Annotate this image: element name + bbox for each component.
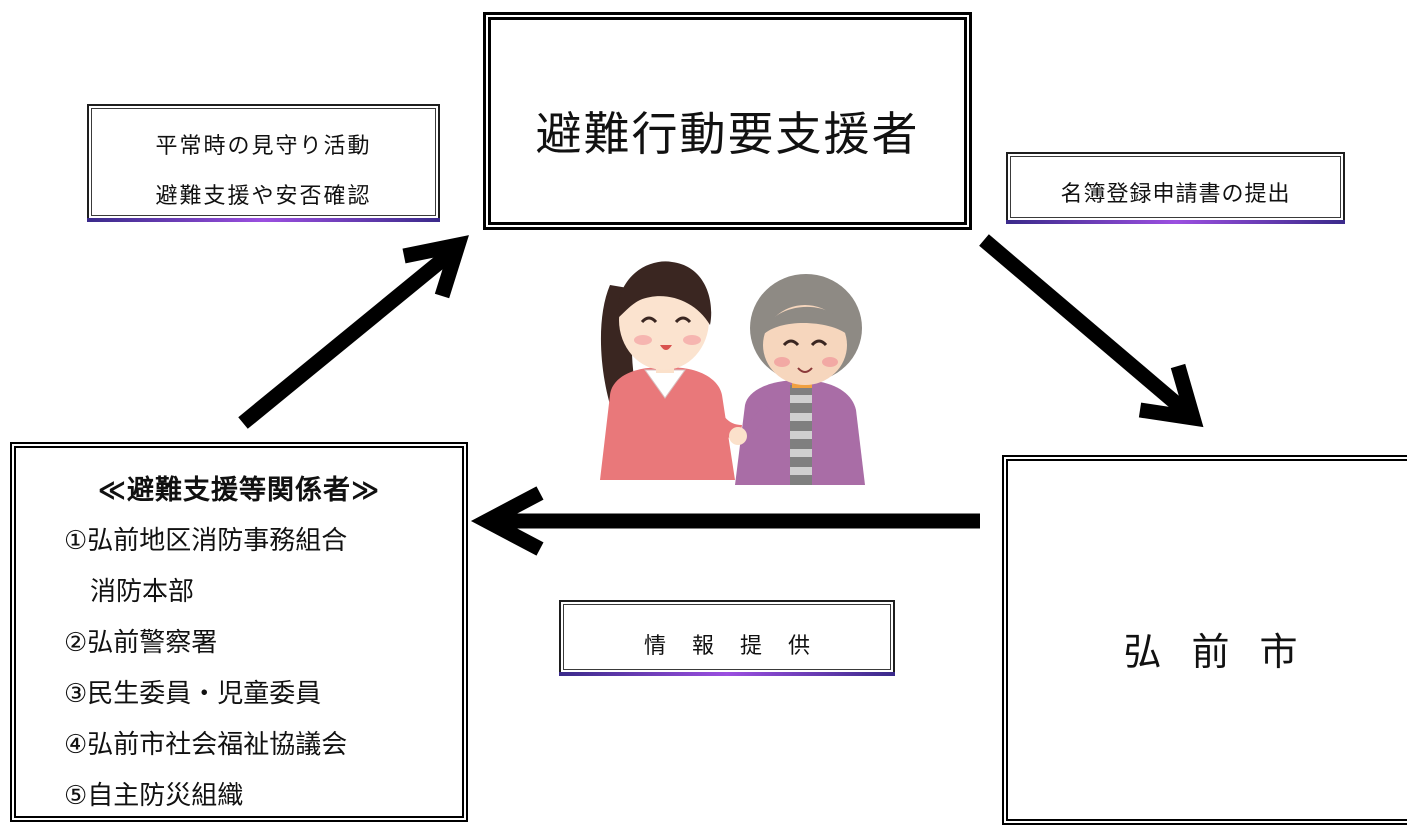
- list-item: ①弘前地区消防事務組合: [64, 526, 348, 556]
- main-box: 避難行動要支援者: [483, 12, 972, 230]
- arrow-to-main-head: [402, 235, 469, 299]
- left-label: 平常時の見守り活動 避難支援や安否確認: [87, 104, 440, 222]
- list-item: 消防本部: [90, 577, 195, 607]
- relations-title: ≪避難支援等関係者≫: [97, 475, 381, 506]
- info-label-text: 情報提供: [643, 634, 836, 659]
- info-label: 情報提供: [559, 600, 895, 676]
- left-label-line1: 平常時の見守り活動: [155, 134, 372, 159]
- list-item: ②弘前警察署: [64, 628, 218, 658]
- list-item: ⑤自主防災組織: [64, 781, 244, 811]
- arrow-to-city: [979, 234, 1189, 416]
- caregiver-figure: [600, 261, 742, 480]
- relations-list: ①弘前地区消防事務組合 消防本部 ②弘前警察署 ③民生委員・児童委員 ④弘前市社…: [64, 516, 347, 822]
- city-box: 弘前市: [1002, 455, 1407, 825]
- arrow-to-main: [238, 246, 457, 429]
- elderly-figure: [729, 274, 865, 485]
- right-label: 名簿登録申請書の提出: [1006, 152, 1345, 224]
- left-label-line2: 避難支援や安否確認: [155, 184, 372, 209]
- main-title: 避難行動要支援者: [535, 107, 920, 161]
- list-item: ④弘前市社会福祉協議会: [64, 730, 348, 760]
- list-item: ③民生委員・児童委員: [64, 679, 322, 709]
- right-label-text: 名簿登録申請書の提出: [1060, 182, 1291, 207]
- relations-box: ≪避難支援等関係者≫ ①弘前地区消防事務組合 消防本部 ②弘前警察署 ③民生委員…: [10, 442, 468, 822]
- arrow-to-relations-head: [470, 486, 544, 556]
- city-title: 弘前市: [1123, 630, 1328, 674]
- arrow-to-city-head: [1138, 363, 1204, 428]
